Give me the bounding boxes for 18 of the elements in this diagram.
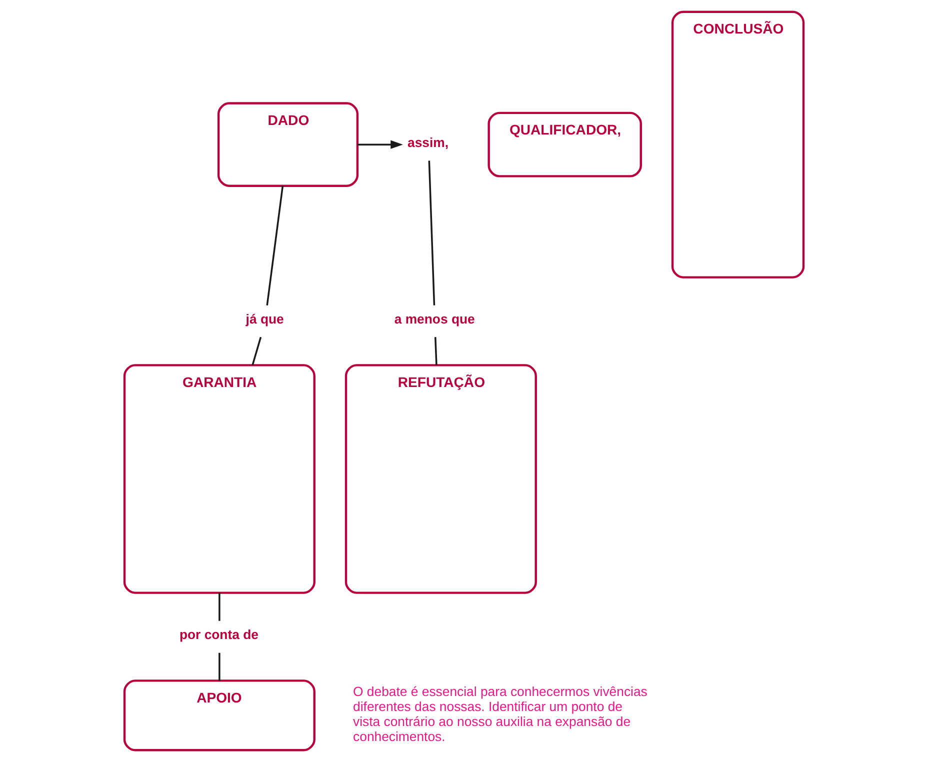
node-box: CONCLUSÃO — [671, 10, 805, 278]
connector — [252, 336, 262, 366]
connector — [218, 592, 220, 621]
node-text: já que — [246, 311, 284, 326]
node-text: por conta de — [179, 626, 258, 642]
node-text: assim, — [408, 134, 449, 150]
connector — [434, 337, 438, 365]
node-box: REFUTAÇÃO — [344, 364, 537, 594]
connector — [266, 186, 284, 306]
node-box: APOIO — [123, 680, 316, 752]
arrow — [357, 140, 403, 149]
node-box: QUALIFICADOR, — [488, 112, 642, 178]
node-box: DADO — [217, 102, 359, 187]
label: O debate é essencial para conhecermos vivências diferentes das nossas. Identificar um ponto de vista contrário ao nosso auxilia na expansão de conhecimentos. — [353, 684, 648, 744]
node-text: a menos que — [394, 311, 475, 326]
connector — [428, 160, 436, 306]
connector — [218, 652, 220, 681]
node-box: GARANTIA — [123, 364, 316, 594]
